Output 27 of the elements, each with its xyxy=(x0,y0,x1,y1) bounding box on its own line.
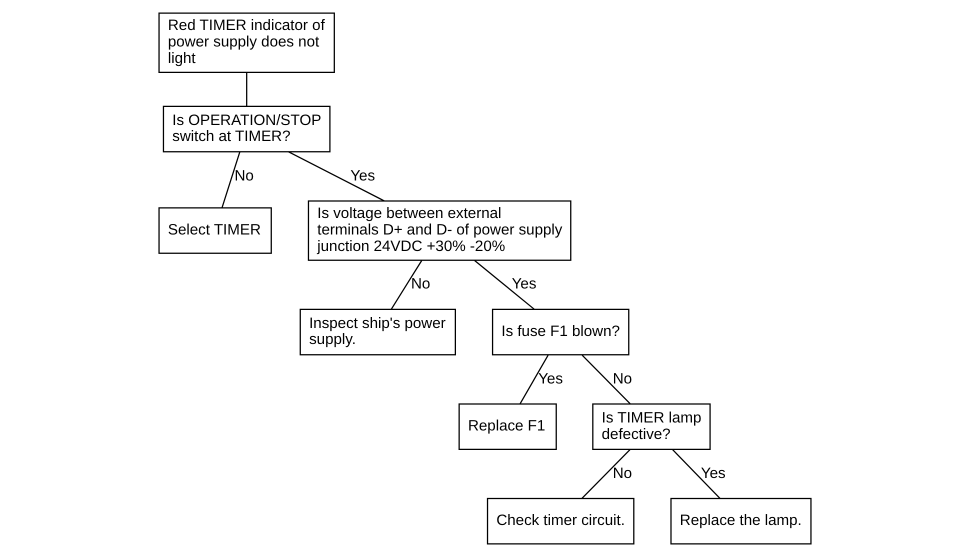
edge-label: No xyxy=(234,167,254,184)
node-box: Is voltage between external terminals D+ and D- of power supply junction 24VDC +30% -20% xyxy=(308,200,572,261)
node-box: Check timer circuit. xyxy=(486,498,634,545)
node-box: Replace the lamp. xyxy=(670,498,812,545)
connector xyxy=(582,449,630,499)
connector xyxy=(246,72,248,106)
edge-label: No xyxy=(612,370,632,388)
edge-label: No xyxy=(411,276,430,293)
node-box: Is OPERATION/STOP switch at TIMER? xyxy=(162,106,331,152)
connector xyxy=(474,260,535,310)
node-box: Replace F1 xyxy=(458,403,557,450)
connector xyxy=(582,354,631,404)
node-box: Is TIMER lamp defective? xyxy=(592,403,711,450)
connector xyxy=(520,354,549,404)
connector xyxy=(672,449,720,499)
node-box: Is fuse F1 blown? xyxy=(492,308,630,356)
edge-label: Yes xyxy=(350,167,376,184)
node-box: Select TIMER xyxy=(158,207,272,254)
connector xyxy=(221,152,240,208)
edge-label: Yes xyxy=(512,276,536,293)
edge-label: Yes xyxy=(538,370,563,388)
node-box: Red TIMER indicator of power supply does not light xyxy=(158,12,335,73)
node-box: Inspect ship's power supply. xyxy=(300,308,456,356)
edge-label: No xyxy=(612,464,632,482)
connector xyxy=(288,151,385,202)
edge-label: Yes xyxy=(700,464,726,482)
connector xyxy=(390,260,422,310)
